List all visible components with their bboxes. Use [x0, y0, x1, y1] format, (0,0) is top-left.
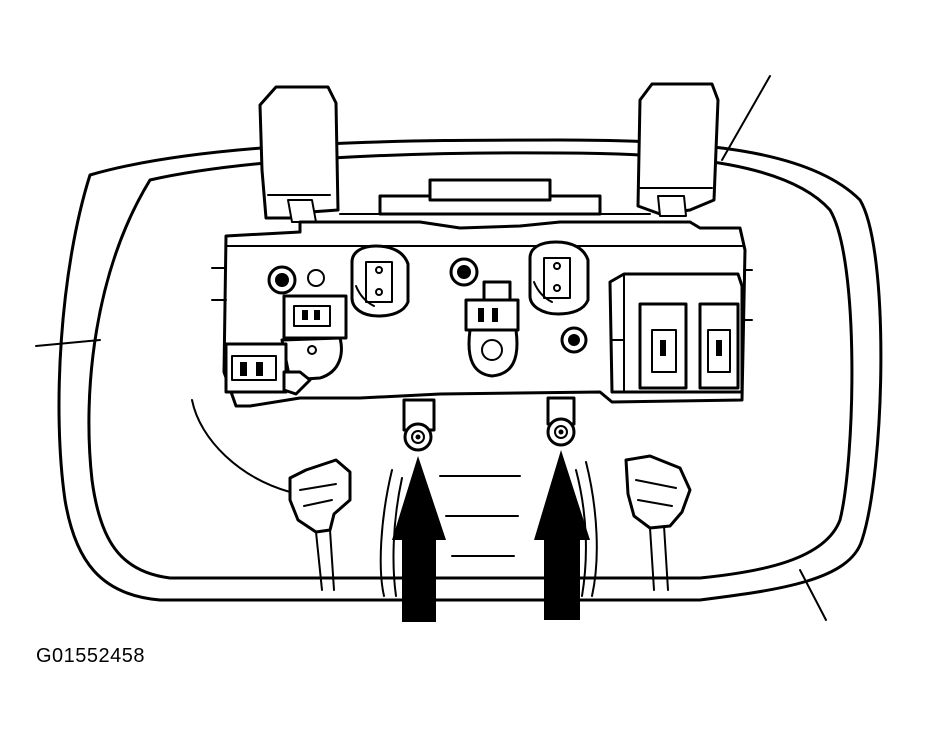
connector-lower-left: [224, 342, 312, 396]
push-arrow-right: [534, 450, 590, 620]
lower-clip-left: [288, 458, 352, 591]
connector-left: [280, 294, 348, 382]
lower-clip-right: [624, 454, 692, 591]
retaining-clip-right: [636, 82, 720, 217]
bulb-socket-right: [528, 240, 590, 354]
retaining-clip-left: [258, 85, 340, 223]
bulb-socket-left: [267, 244, 410, 318]
switch-block-right: [608, 272, 744, 394]
push-arrow-left: [392, 456, 446, 622]
figure-id-label: G01552458: [36, 645, 146, 667]
console-bezel: [57, 138, 883, 602]
mounting-tab-right: [546, 396, 576, 447]
mounting-tab-left: [402, 398, 436, 452]
leader-lines: [35, 75, 827, 621]
housing-top-rail: [339, 178, 651, 216]
center-connector: [449, 257, 520, 378]
lower-guides: [191, 399, 598, 597]
